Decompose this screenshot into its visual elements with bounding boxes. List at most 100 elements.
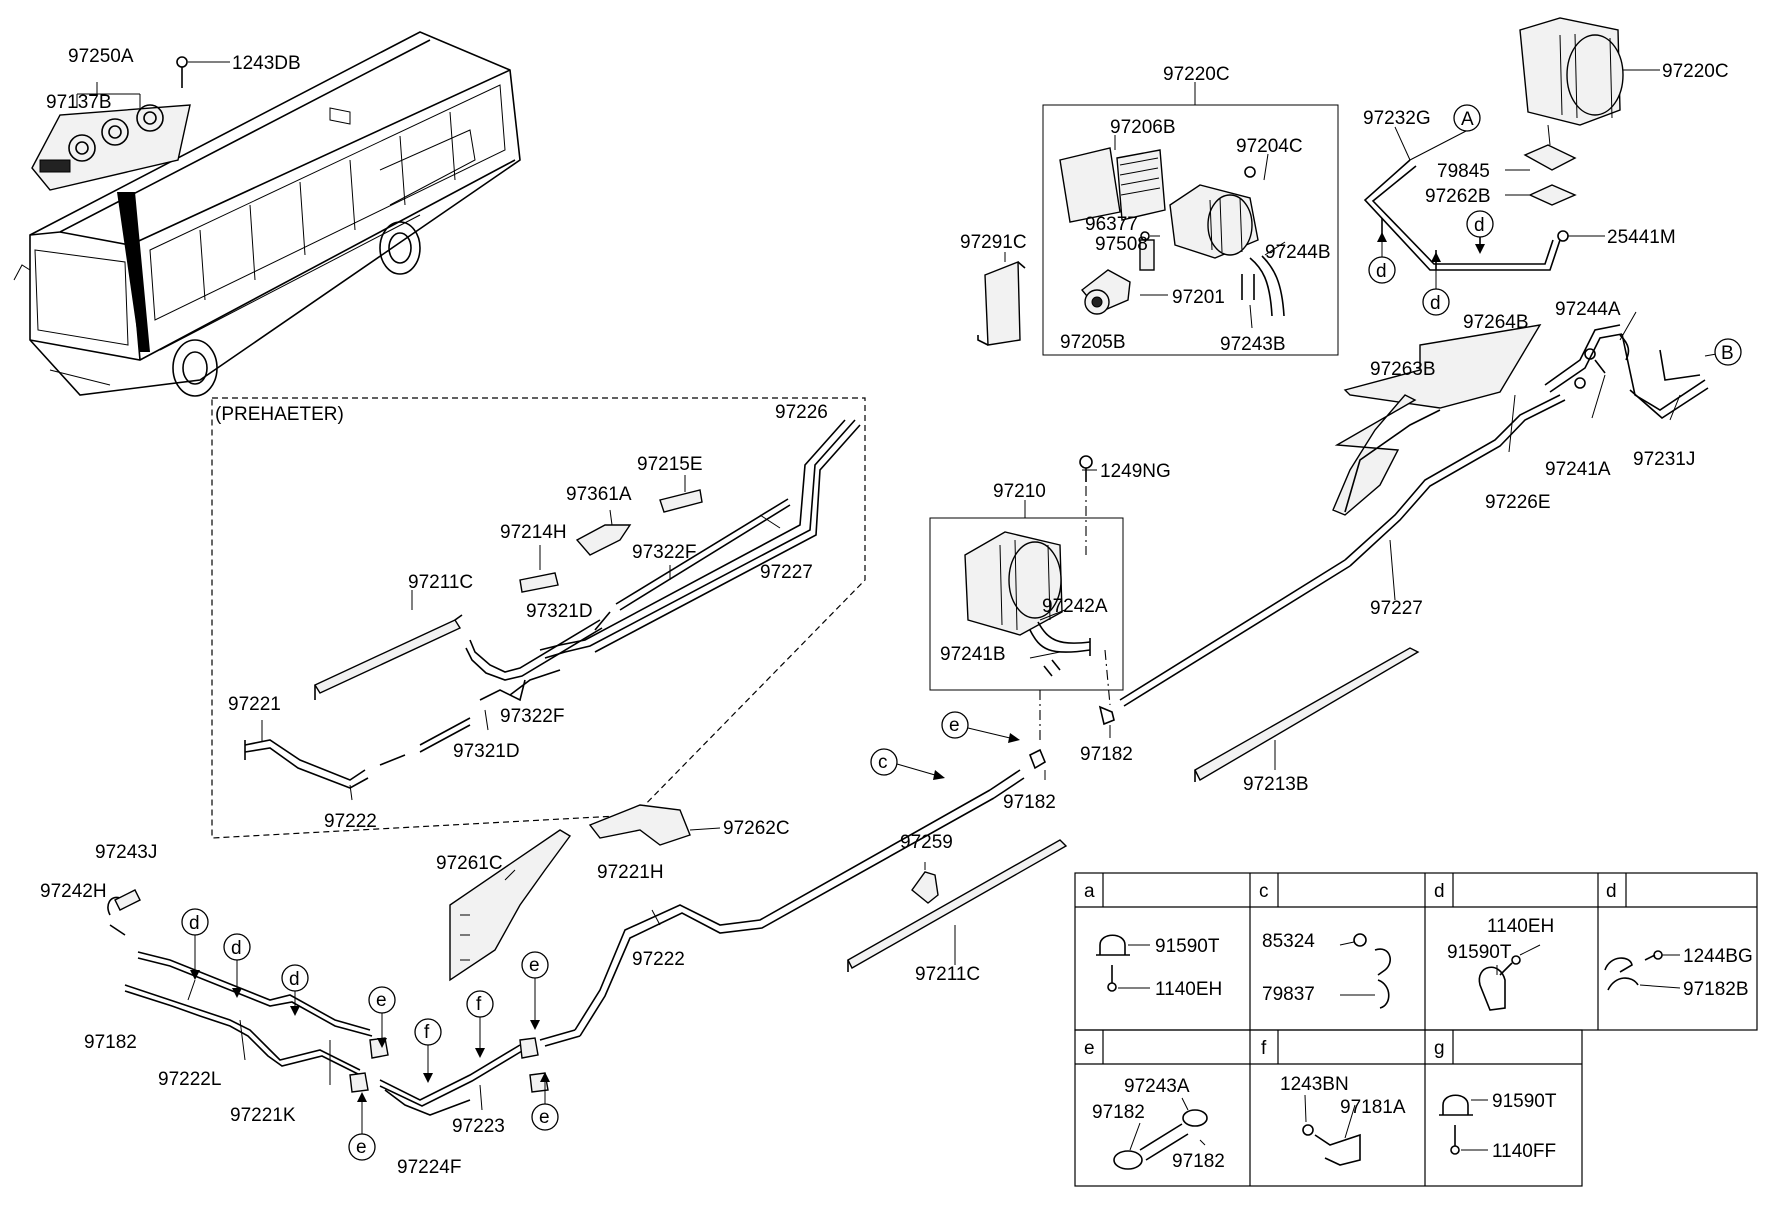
callout-A-text: A — [1461, 109, 1474, 130]
label-1243db: 1243DB — [232, 53, 301, 74]
label-97211c-a: 97211C — [408, 572, 473, 593]
bus-illustration — [13, 31, 521, 397]
callout-e-text: e — [949, 715, 960, 736]
label-97210: 97210 — [993, 481, 1046, 502]
detail-table: a c d d e f g 91590T 1140EH 85324 79837 … — [1074, 872, 1758, 1187]
label-1249ng: 1249NG — [1100, 461, 1171, 482]
callout-B: B — [1714, 338, 1742, 366]
cell-d2-key: d — [1606, 881, 1617, 902]
label-97227-main: 97227 — [1370, 598, 1423, 619]
label-97221k: 97221K — [230, 1105, 296, 1126]
callout-e-5: e — [531, 1103, 559, 1131]
label-97221: 97221 — [228, 694, 281, 715]
cell-g-key: g — [1434, 1038, 1445, 1059]
label-97223: 97223 — [452, 1116, 505, 1137]
label-97231j: 97231J — [1633, 449, 1695, 470]
cell-c-label-1: 85324 — [1262, 931, 1315, 952]
label-97241a: 97241A — [1545, 459, 1611, 480]
label-97182-c: 97182 — [84, 1032, 137, 1053]
lower-assembly — [107, 769, 1068, 1116]
callout-e-4: e — [348, 1133, 376, 1161]
callout-f-2: f — [466, 990, 494, 1018]
callout-f-text: f — [476, 994, 482, 1015]
label-97262b: 97262B — [1425, 186, 1491, 207]
label-97244b: 97244B — [1265, 242, 1331, 263]
callout-d-text: d — [1376, 261, 1387, 282]
label-97508: 97508 — [1095, 234, 1148, 255]
label-97243b: 97243B — [1220, 334, 1286, 355]
callout-e-3: e — [521, 951, 549, 979]
label-97213b: 97213B — [1243, 774, 1309, 795]
cell-f-key: f — [1261, 1038, 1267, 1059]
callout-d-6: d — [281, 964, 309, 992]
cell-e-label-3: 97182 — [1172, 1151, 1225, 1172]
callout-e-text: e — [539, 1107, 550, 1128]
callout-d-5: d — [223, 933, 251, 961]
cell-d2-label-1: 1244BG — [1683, 946, 1753, 967]
label-97250a: 97250A — [68, 46, 134, 67]
label-97264b: 97264B — [1463, 312, 1529, 333]
cell-c-key: c — [1259, 881, 1269, 902]
cell-d1-label-2: 91590T — [1447, 942, 1512, 963]
hose-97232g — [1363, 126, 1561, 271]
cell-d2-label-2: 97182B — [1683, 979, 1749, 1000]
heater-box-97220c — [1042, 82, 1339, 356]
callout-d-text: d — [189, 913, 200, 934]
control-panel — [31, 82, 191, 191]
cell-e-label-2: 97182 — [1092, 1102, 1145, 1123]
label-97182-a: 97182 — [1080, 744, 1133, 765]
heater-97220c-right — [1505, 17, 1660, 242]
callout-e-2: e — [368, 986, 396, 1014]
callout-d-1: d — [1368, 256, 1396, 284]
cell-a-label-2: 1140EH — [1155, 979, 1222, 1000]
cell-e-label-1: 97243A — [1124, 1076, 1190, 1097]
label-97244a: 97244A — [1555, 299, 1621, 320]
label-97226e: 97226E — [1485, 492, 1551, 513]
callout-d-text: d — [289, 969, 300, 990]
label-97321d-a: 97321D — [526, 601, 593, 622]
callout-e-text: e — [356, 1137, 367, 1158]
label-97220c-top: 97220C — [1163, 64, 1230, 85]
label-97201: 97201 — [1172, 287, 1225, 308]
label-preheater: (PREHAETER) — [215, 404, 344, 425]
callout-c-text: c — [878, 752, 888, 773]
label-97224f: 97224F — [397, 1157, 461, 1178]
label-97261c: 97261C — [436, 853, 503, 874]
cell-f-label-2: 97181A — [1340, 1097, 1406, 1118]
cell-g-label-2: 1140FF — [1492, 1141, 1556, 1162]
cell-d1-label-1: 1140EH — [1487, 916, 1554, 937]
label-79845: 79845 — [1437, 161, 1490, 182]
cell-d1-key: d — [1434, 881, 1445, 902]
callout-A: A — [1453, 104, 1481, 132]
label-97322f-a: 97322F — [632, 542, 696, 563]
label-97205b: 97205B — [1060, 332, 1126, 353]
cell-a-label-1: 91590T — [1155, 936, 1220, 957]
callout-f-text: f — [424, 1022, 430, 1043]
callout-d-3: d — [1466, 210, 1494, 238]
callout-f-1: f — [414, 1018, 442, 1046]
callout-e-1: e — [941, 711, 969, 739]
label-97259: 97259 — [900, 832, 953, 853]
label-25441m: 25441M — [1607, 227, 1676, 248]
cell-f-label-1: 1243BN — [1280, 1074, 1349, 1095]
label-97321d-b: 97321D — [453, 741, 520, 762]
label-97262c: 97262C — [723, 818, 790, 839]
callouts: A B d d d e c d d d e f f e e e — [181, 104, 1742, 1161]
callout-e-text: e — [376, 990, 387, 1011]
label-96377: 96377 — [1085, 214, 1138, 235]
label-97222-a: 97222 — [324, 811, 377, 832]
callout-e-text: e — [529, 955, 540, 976]
callout-d-4: d — [181, 908, 209, 936]
part-labels: 97250A 1243DB 97137B 97220C 97206B 97204… — [40, 46, 1729, 1178]
callout-d-text: d — [1430, 293, 1441, 314]
label-97241b: 97241B — [940, 644, 1006, 665]
label-97221h: 97221H — [597, 862, 664, 883]
label-97291c: 97291C — [960, 232, 1027, 253]
cell-g-label-1: 91590T — [1492, 1091, 1557, 1112]
label-97182-b: 97182 — [1003, 792, 1056, 813]
screw-1243DB — [176, 56, 230, 88]
cell-a-key: a — [1084, 881, 1095, 902]
label-97222l: 97222L — [158, 1069, 221, 1090]
heater-97210 — [929, 455, 1124, 780]
